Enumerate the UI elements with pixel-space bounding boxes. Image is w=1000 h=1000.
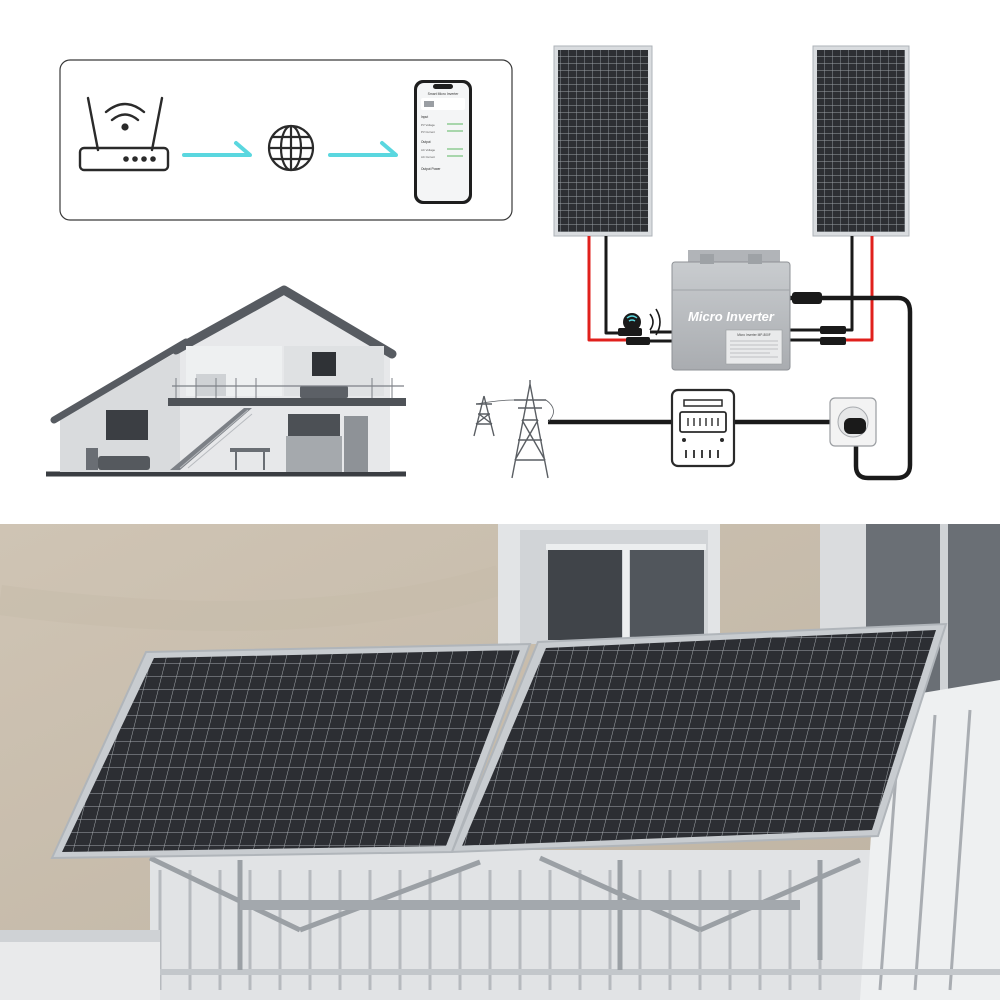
inverter-label: Micro Inverter [688, 309, 775, 324]
solar-panel-right [812, 45, 910, 237]
smartphone-icon: Smart Micro Inverter Input PV Voltage PV… [414, 80, 472, 204]
inverter-model: Micro Inverter MP-800F [737, 333, 771, 337]
photo-solar-panel-right [450, 622, 948, 854]
wifi-router-icon [78, 96, 170, 172]
phone-row-output: Output [421, 140, 431, 144]
arrow-right-icon [182, 141, 252, 157]
phone-app-title: Smart Micro Inverter [428, 92, 460, 96]
connectivity-box [59, 59, 513, 221]
arrow-right-icon [328, 141, 398, 157]
phone-row-pv-voltage: PV Voltage [421, 123, 435, 127]
solar-panel-left [553, 45, 653, 237]
wall-socket-icon [829, 397, 877, 447]
photo-solar-panel-left [50, 642, 532, 860]
wifi-signal-icon [623, 308, 661, 336]
energy-meter-icon [670, 388, 736, 468]
house-illustration [46, 285, 406, 477]
phone-row-ac-current: AC Current [421, 155, 435, 159]
ac-output-cable [790, 295, 913, 481]
phone-row-input: Input [421, 115, 428, 119]
phone-row-pv-current: PV Current [421, 130, 435, 134]
globe-icon [267, 124, 315, 172]
phone-row-output-power: Output Power [421, 167, 441, 171]
micro-inverter: Micro Inverter Micro Inverter MP-800F [671, 250, 791, 371]
phone-row-ac-voltage: AC Voltage [421, 148, 435, 152]
power-tower-icon [473, 380, 554, 479]
panel-cables-right [788, 236, 874, 345]
